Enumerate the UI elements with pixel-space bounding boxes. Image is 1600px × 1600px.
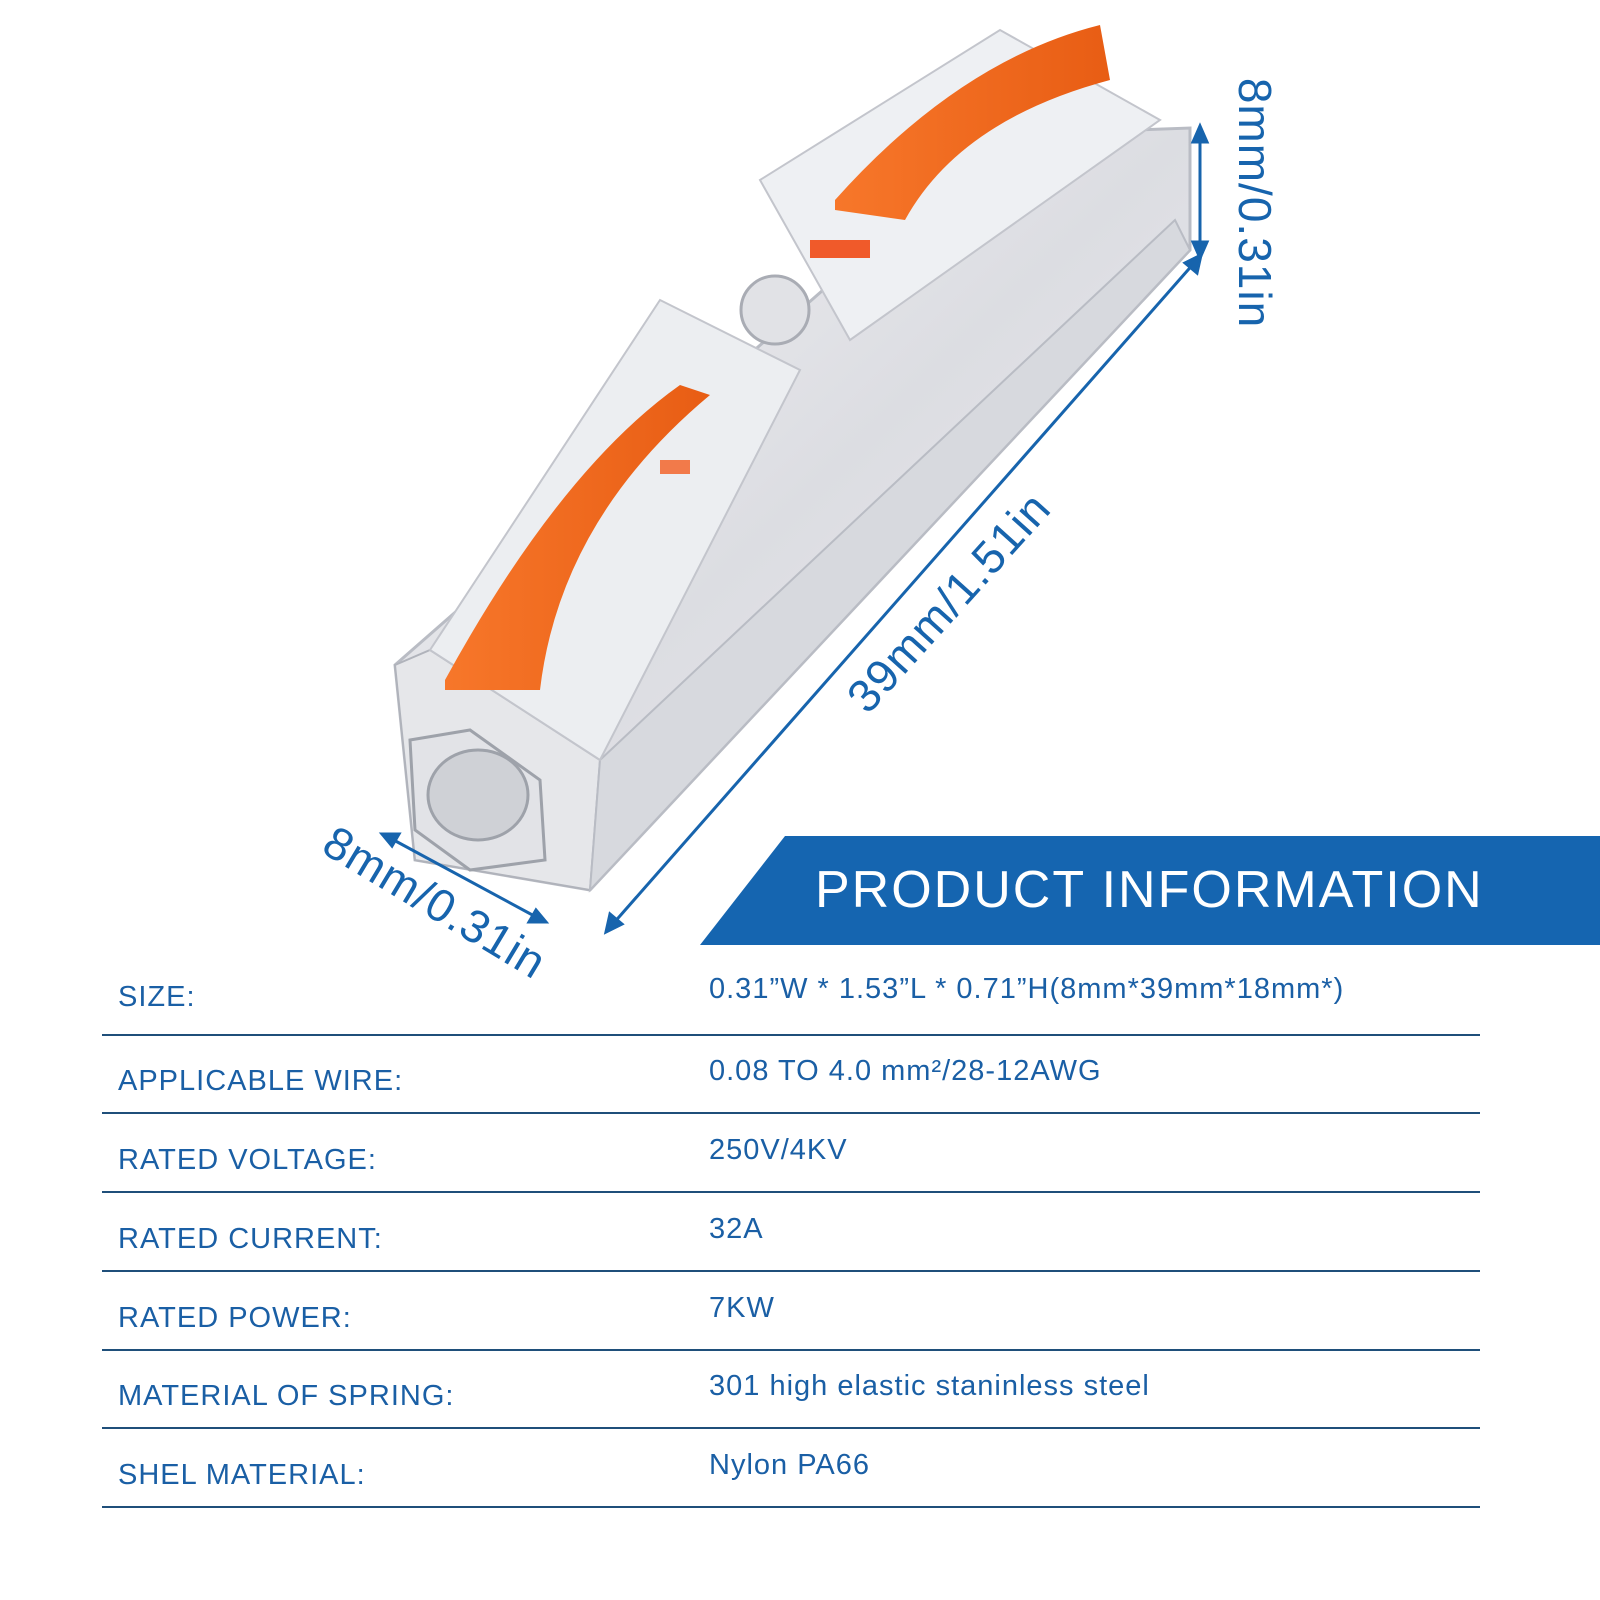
table-row: APPLICABLE WIRE: 0.08 TO 4.0 mm²/28-12AW…	[102, 1033, 1480, 1114]
table-row: SIZE: 0.31”W * 1.53”L * 0.71”H(8mm*39mm*…	[102, 955, 1480, 1036]
spec-label: APPLICABLE WIRE:	[118, 1065, 404, 1097]
spec-label: RATED POWER:	[118, 1302, 352, 1334]
table-row: RATED CURRENT: 32A	[102, 1191, 1480, 1272]
lower-lever	[445, 385, 710, 690]
spec-value: 7KW	[709, 1292, 775, 1324]
dimension-arrows	[378, 122, 1210, 935]
spec-value: 0.31”W * 1.53”L * 0.71”H(8mm*39mm*18mm*)	[709, 973, 1345, 1005]
spec-label: RATED VOLTAGE:	[118, 1144, 377, 1176]
spec-value: 250V/4KV	[709, 1134, 848, 1166]
banner-title: PRODUCT INFORMATION	[815, 861, 1484, 919]
table-row: RATED VOLTAGE: 250V/4KV	[102, 1112, 1480, 1193]
spec-label: SIZE:	[118, 981, 196, 1013]
spec-label: RATED CURRENT:	[118, 1223, 383, 1255]
spec-value: 32A	[709, 1213, 764, 1245]
spec-label: SHEL MATERIAL:	[118, 1459, 366, 1491]
spec-value: Nylon PA66	[709, 1449, 870, 1481]
spec-value: 0.08 TO 4.0 mm²/28-12AWG	[709, 1055, 1102, 1087]
spec-value: 301 high elastic staninless steel	[709, 1370, 1150, 1402]
table-row: RATED POWER: 7KW	[102, 1270, 1480, 1351]
upper-lever	[835, 25, 1110, 220]
table-row: SHEL MATERIAL: Nylon PA66	[102, 1427, 1480, 1508]
table-row: MATERIAL OF SPRING: 301 high elastic sta…	[102, 1348, 1480, 1429]
spec-label: MATERIAL OF SPRING:	[118, 1380, 455, 1412]
